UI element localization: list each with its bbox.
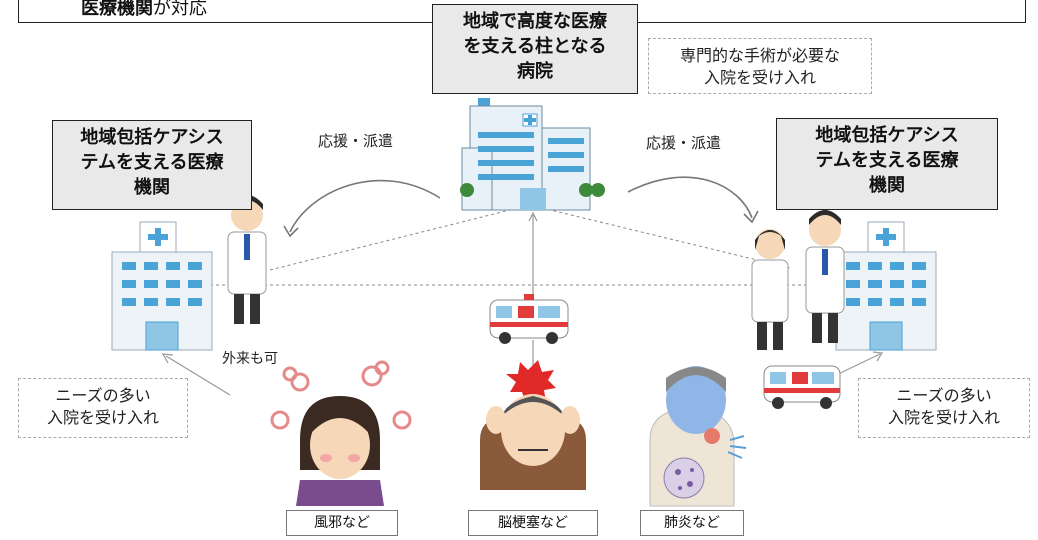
core-hospital-line-1: 地域で高度な医療 <box>463 11 607 32</box>
needs-left-line-2: 入院を受け入れ <box>46 408 159 427</box>
central-hospital-illustration <box>460 98 605 211</box>
specialized-note-line-1: 専門的な手術が必要な <box>679 46 840 65</box>
support-dispatch-label-left: 応援・派遣 <box>318 132 394 150</box>
core-hospital-line-3: 病院 <box>517 61 553 82</box>
needs-right-line-2: 入院を受け入れ <box>887 408 1000 427</box>
right-box-line-1: 地域包括ケアシス <box>815 125 959 146</box>
outpatient-ok-label: 外来も可 <box>222 351 278 367</box>
left-hospital-illustration <box>111 221 213 351</box>
left-care-system-box: 地域包括ケアシス テムを支える医療 機関 <box>52 120 252 210</box>
needs-note-right: ニーズの多い 入院を受け入れ <box>858 378 1030 438</box>
left-box-line-1: 地域包括ケアシス <box>80 127 224 148</box>
support-arrow-right <box>627 176 759 224</box>
right-box-line-3: 機関 <box>869 175 905 196</box>
core-hospital-box: 地域で高度な医療 を支える柱となる 病院 <box>432 4 638 94</box>
right-staff-illustration <box>751 210 845 350</box>
needs-left-line-1: ニーズの多い <box>55 386 151 405</box>
header-bold: 医療機関 <box>81 0 153 19</box>
cold-patient-illustration <box>270 360 412 506</box>
header-text: 医療機関が対応 <box>81 0 207 20</box>
center-ambulance-illustration <box>489 294 569 344</box>
left-box-line-3: 機関 <box>134 177 170 198</box>
needs-right-line-1: ニーズの多い <box>896 386 992 405</box>
caption-pneumonia: 肺炎など <box>640 510 744 536</box>
core-hospital-line-2: を支える柱となる <box>463 36 607 57</box>
header-rest: が対応 <box>153 0 207 19</box>
pneumonia-patient-illustration <box>649 366 747 507</box>
caption-stroke: 脳梗塞など <box>468 510 598 536</box>
left-box-line-2: テムを支える医療 <box>80 152 224 173</box>
right-care-system-box: 地域包括ケアシス テムを支える医療 機関 <box>776 118 998 210</box>
stroke-patient-illustration <box>480 360 586 490</box>
left-doctor-illustration <box>227 195 267 324</box>
caption-cold: 風邪など <box>286 510 398 536</box>
support-dispatch-label-right: 応援・派遣 <box>646 134 722 152</box>
right-hospital-illustration <box>835 221 937 351</box>
needs-note-left: ニーズの多い 入院を受け入れ <box>18 378 188 438</box>
specialized-note-line-2: 入院を受け入れ <box>703 68 816 87</box>
right-box-line-2: テムを支える医療 <box>815 150 959 171</box>
specialized-surgery-note: 専門的な手術が必要な 入院を受け入れ <box>648 38 872 94</box>
support-arrow-left <box>283 179 441 238</box>
right-ambulance-illustration <box>763 365 841 409</box>
